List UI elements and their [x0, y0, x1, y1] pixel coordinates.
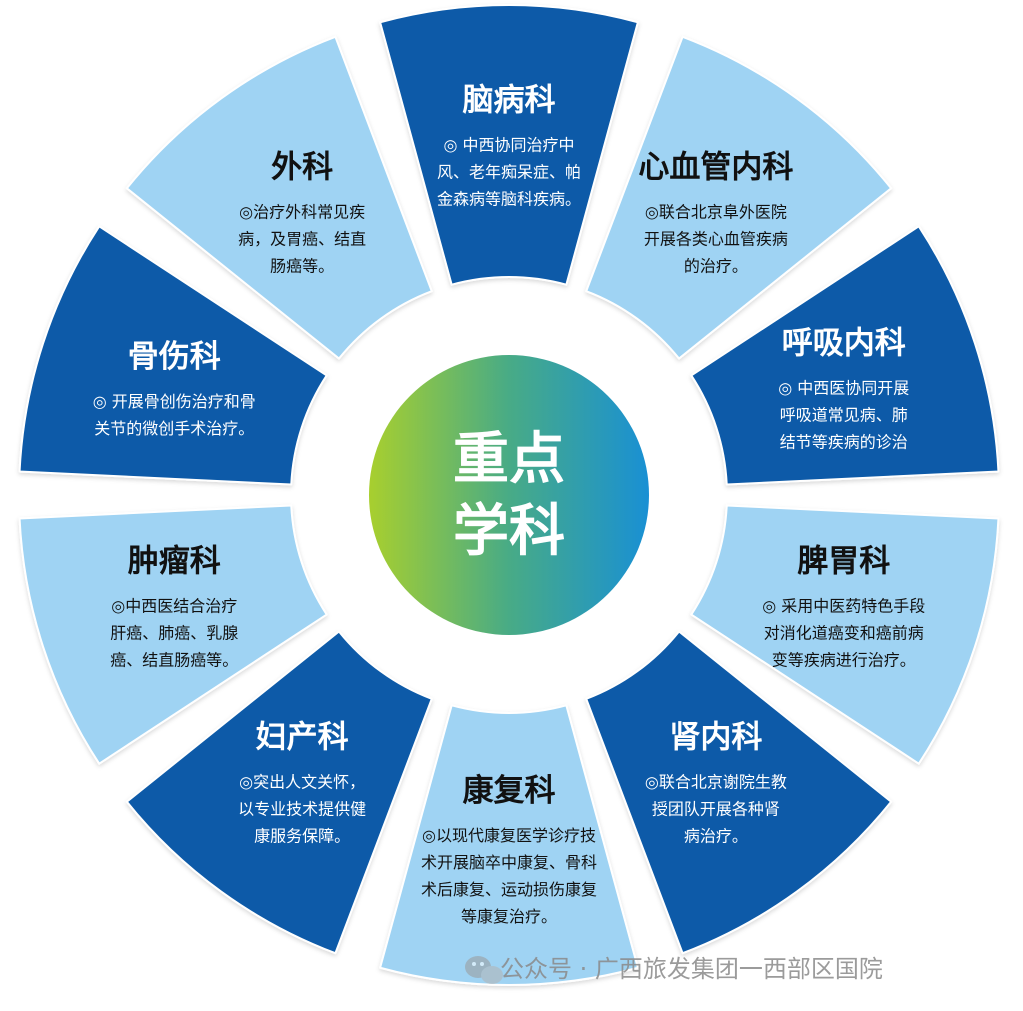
- segment-title: 外科: [271, 150, 333, 186]
- segment-title: 呼吸内科: [782, 326, 906, 362]
- segment-shape: [585, 35, 893, 360]
- segment-description-line: 开展各类心血管疾病: [644, 230, 788, 249]
- segment-title: 心血管内科: [638, 150, 793, 186]
- segment-title: 脑病科: [463, 83, 556, 119]
- center-title-line2: 学科: [453, 499, 565, 564]
- segment-description-line: 的治疗。: [684, 257, 748, 276]
- segment-shape: [585, 630, 893, 955]
- segment-description-line: ◎ 开展骨创伤治疗和骨: [93, 392, 256, 411]
- segment-description-line: 等康复治疗。: [461, 907, 557, 926]
- segment-description-line: 癌、结直肠癌等。: [110, 650, 238, 669]
- segment-description-line: ◎联合北京阜外医院: [645, 203, 787, 222]
- segment-description-line: ◎中西医结合治疗: [111, 596, 237, 615]
- segment-title: 肿瘤科: [128, 543, 221, 579]
- segment-description-line: ◎治疗外科常见疾: [239, 203, 365, 222]
- segment-title: 肾内科: [669, 719, 762, 755]
- segment-rehab: 康复科 ◎以现代康复医学诊疗技术开展脑卒中康复、骨科术后康复、运动损伤康复等康复治…: [379, 704, 639, 986]
- segment-description-line: 肠癌等。: [270, 257, 334, 276]
- segment-description-line: ◎ 采用中医药特色手段: [762, 596, 925, 615]
- segment-description-line: 授团队开展各种肾: [652, 799, 780, 818]
- segment-description-line: 变等疾病进行治疗。: [772, 650, 916, 669]
- segment-shape: [379, 704, 639, 986]
- segment-title: 妇产科: [256, 719, 349, 755]
- segment-title: 康复科: [463, 773, 556, 809]
- segment-description-line: ◎ 中西医协同开展: [778, 379, 909, 398]
- segment-description-line: 结节等疾病的诊治: [780, 433, 908, 452]
- segment-title: 脾胃科: [797, 543, 890, 579]
- watermark: 公众号 · 广西旅发集团一西部区国院: [465, 955, 883, 984]
- center-circle: [369, 355, 649, 635]
- center-hub: 重点 学科: [369, 355, 649, 635]
- segment-description-line: 关节的微创手术治疗。: [94, 419, 254, 438]
- segment-description-line: 风、老年痴呆症、帕: [437, 163, 581, 182]
- segment-description-line: 呼吸道常见病、肺: [780, 406, 908, 425]
- segment-shape: [690, 504, 1000, 765]
- segment-description-line: ◎以现代康复医学诊疗技: [422, 826, 596, 845]
- segment-description-line: 病，及胃癌、结直: [238, 230, 366, 249]
- watermark-text: 公众号 · 广西旅发集团一西部区国院: [500, 955, 883, 983]
- center-title-line1: 重点: [453, 427, 565, 492]
- segment-description-line: ◎联合北京谢院生教: [645, 772, 787, 791]
- segment-description-line: 肝癌、肺癌、乳腺: [110, 623, 238, 642]
- segment-description-line: 金森病等脑科疾病。: [437, 190, 581, 209]
- segment-description-line: 以专业技术提供健: [238, 799, 366, 818]
- segment-description-line: ◎突出人文关怀，: [239, 772, 365, 791]
- wechat-icon: [465, 956, 503, 984]
- segment-description-line: 术后康复、运动损伤康复: [421, 880, 597, 899]
- segment-description-line: 术开展脑卒中康复、骨科: [421, 853, 597, 872]
- segment-shape: [125, 35, 433, 360]
- segment-shape: [18, 225, 328, 486]
- segment-shape: [125, 630, 433, 955]
- segment-description-line: 病治疗。: [684, 826, 748, 845]
- segment-title: 骨伤科: [128, 339, 221, 375]
- segment-shape: [18, 504, 328, 765]
- segment-description-line: 康服务保障。: [254, 826, 350, 845]
- segment-shape: [379, 4, 639, 286]
- segment-description-line: 对消化道癌变和癌前病: [764, 623, 924, 642]
- segment-shape: [690, 225, 1000, 486]
- segment-description-line: ◎ 中西协同治疗中: [443, 136, 574, 155]
